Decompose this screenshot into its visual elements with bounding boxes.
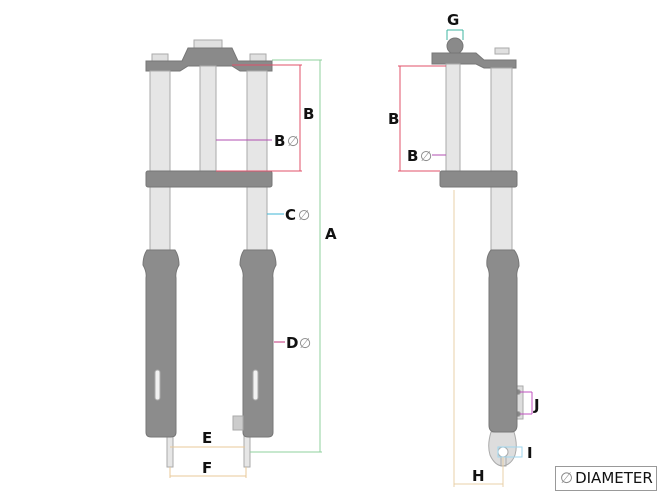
dimension-I: I	[497, 444, 533, 462]
dimension-E: E	[170, 429, 245, 448]
label-B: B	[303, 105, 314, 123]
side-cap	[494, 47, 510, 55]
diameter-symbol: ∅	[287, 134, 299, 150]
left-cap	[151, 53, 169, 62]
diameter-symbol: ∅	[420, 149, 432, 165]
diameter-symbol: ∅	[299, 336, 311, 352]
label-E: E	[202, 429, 212, 447]
dimension-H: H	[453, 190, 504, 487]
steering-nut	[446, 37, 464, 55]
label-I: I	[527, 444, 533, 462]
label-H: H	[472, 467, 485, 485]
label-D-dia: D	[286, 334, 298, 352]
label-B-side: B	[388, 110, 399, 128]
diameter-legend: ∅DIAMETER	[555, 466, 657, 491]
side-lower-leg	[486, 249, 520, 433]
side-stem	[445, 63, 461, 173]
left-stanchion	[149, 70, 171, 252]
dimension-B-front: B	[216, 64, 314, 172]
dimension-B-diameter-front: B ∅	[216, 132, 299, 150]
label-A: A	[325, 225, 337, 243]
side-stanchion	[490, 67, 513, 252]
steering-stem	[199, 65, 217, 172]
label-B-dia-side: B	[407, 147, 418, 165]
label-G: G	[447, 11, 459, 29]
axle-hole	[497, 446, 509, 458]
diameter-icon: ∅	[560, 469, 574, 487]
front-view-fork	[142, 39, 277, 468]
right-cap	[249, 53, 267, 62]
diameter-symbol: ∅	[298, 208, 310, 224]
top-bolt	[193, 39, 223, 49]
label-C-dia: C	[285, 206, 296, 224]
dimension-C-diameter: C ∅	[267, 206, 310, 224]
side-lower-crown	[439, 170, 518, 188]
left-slot	[154, 369, 161, 401]
dimension-D-diameter: D ∅	[274, 334, 311, 352]
dimension-G: G	[446, 11, 464, 40]
right-slot	[252, 369, 259, 401]
side-view-fork	[431, 37, 524, 467]
dimension-F: F	[169, 459, 247, 478]
dimension-B-diameter-side: B ∅	[407, 147, 446, 165]
lower-crown	[145, 170, 273, 188]
label-J: J	[533, 396, 540, 414]
label-B-dia: B	[274, 132, 285, 150]
right-lower-leg	[239, 249, 277, 438]
left-lower-leg	[142, 249, 180, 438]
dimension-B-side: B	[388, 65, 446, 172]
label-F: F	[202, 459, 212, 477]
dimension-A: A	[250, 59, 337, 453]
brake-lug	[232, 415, 244, 431]
dimension-J: J	[520, 391, 540, 415]
right-stanchion	[246, 70, 268, 252]
legend-text: DIAMETER	[575, 469, 653, 487]
